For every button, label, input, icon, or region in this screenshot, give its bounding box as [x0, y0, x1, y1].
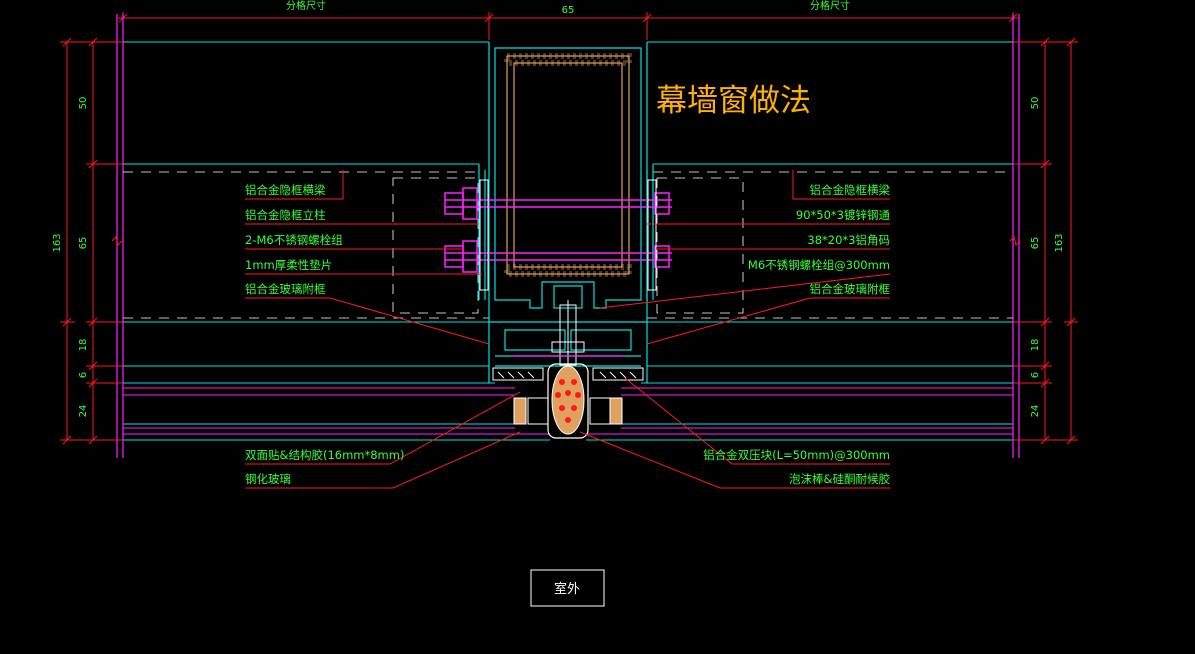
left-dim-24: 24: [78, 405, 89, 418]
right-dim-50: 50: [1030, 97, 1041, 110]
horizontal-frame-lines: [123, 41, 1013, 441]
angle-cleats: [479, 179, 657, 291]
mullion-profile: [478, 42, 654, 383]
top-dimension: [118, 12, 1018, 40]
left-dim-50: 50: [78, 97, 89, 110]
label-right-5: 铝合金双压块(L=50mm)@300mm: [703, 448, 890, 462]
gaskets: [492, 367, 644, 381]
right-dim-6: 6: [1030, 372, 1041, 378]
bolt-group: [444, 187, 672, 273]
pressure-plate-bolt: [551, 300, 585, 370]
label-right-1: 90*50*3镀锌钢通: [796, 208, 891, 222]
label-left-1: 铝合金隐框立柱: [245, 208, 326, 222]
exterior-label-box: 室外: [530, 569, 605, 607]
label-right-4: 铝合金玻璃附框: [810, 282, 891, 296]
left-dim-6: 6: [78, 372, 89, 378]
left-dim-18: 18: [78, 339, 89, 352]
right-dim-18: 18: [1030, 339, 1041, 352]
label-left-4: 铝合金玻璃附框: [245, 282, 326, 296]
label-right-2: 38*20*3铝角码: [807, 233, 890, 247]
leader-lines-left: [245, 170, 521, 489]
structural-tape: [513, 397, 623, 425]
label-right-6: 泡沫棒&硅酮耐候胶: [789, 472, 890, 486]
label-right-3: M6不锈钢螺栓组@300mm: [748, 258, 890, 272]
label-left-2: 2-M6不锈钢螺栓组: [245, 233, 343, 247]
top-dim-left-text: 分格尺寸: [286, 0, 326, 12]
left-dim-65: 65: [78, 237, 89, 250]
left-dim-163: 163: [52, 233, 63, 252]
label-left-6: 钢化玻璃: [245, 472, 291, 486]
label-left-3: 1mm厚柔性垫片: [245, 258, 332, 272]
label-left-5: 双面贴&结构胶(16mm*8mm): [245, 448, 404, 462]
right-dim-24: 24: [1030, 405, 1041, 418]
glass-lines: [123, 387, 1013, 435]
right-dim-65: 65: [1030, 237, 1041, 250]
hidden-lines: [123, 171, 1013, 319]
exterior-label: 室外: [554, 581, 580, 597]
right-dimension-chain: [1009, 37, 1078, 445]
sealant-joint: [547, 363, 589, 439]
top-dim-right-text: 分格尺寸: [810, 0, 850, 12]
top-dim-center-text: 65: [562, 5, 575, 16]
label-right-0: 铝合金隐框横梁: [810, 183, 891, 197]
label-left-0: 铝合金隐框横梁: [245, 183, 326, 197]
left-dimension-chain: [60, 37, 123, 445]
steel-tube: [504, 53, 632, 277]
boundary-walls: [116, 14, 1020, 458]
drawing-title: 幕墙窗做法: [656, 83, 811, 119]
right-dim-163: 163: [1054, 233, 1065, 252]
leader-lines-right: [579, 170, 891, 489]
